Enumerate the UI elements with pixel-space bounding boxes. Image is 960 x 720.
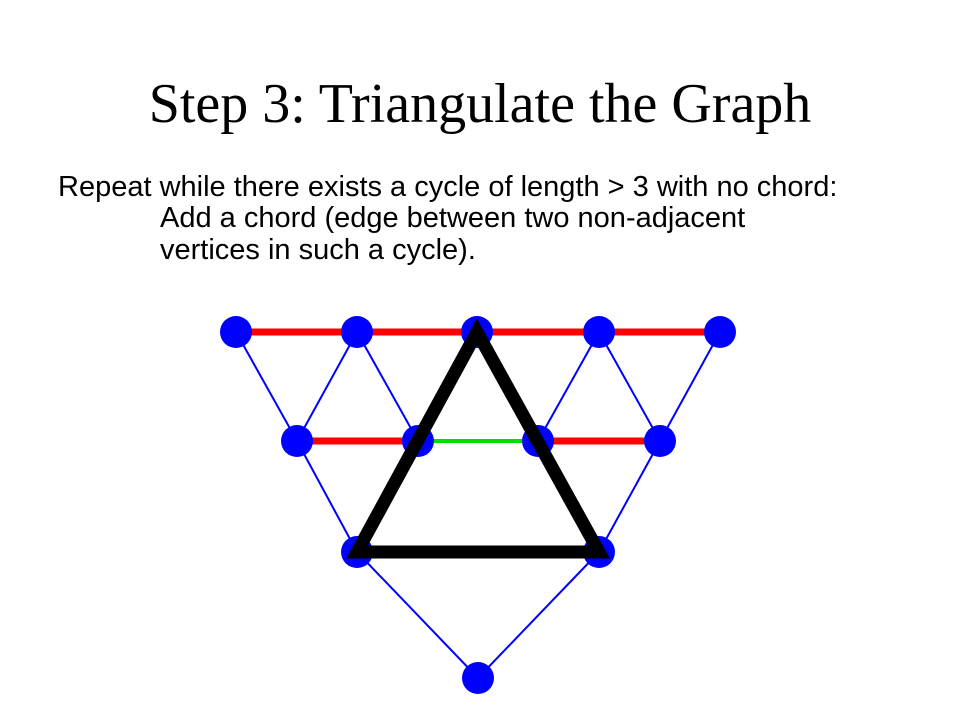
vertex-f	[281, 425, 313, 457]
chordless-cycle-triangle	[346, 318, 611, 559]
body-line-add-chord: Add a chord (edge between two non-adjace…	[160, 202, 746, 234]
body-line-vertices: vertices in such a cycle).	[160, 234, 476, 266]
graph-edge-b-f	[296, 331, 358, 442]
graph-edge-b-g	[356, 331, 419, 442]
slide-title: Step 3: Triangulate the Graph	[148, 73, 812, 135]
graph-edge-d-h	[537, 331, 600, 442]
graph-edge-f-j	[296, 440, 358, 553]
body-line-repeat: Repeat while there exists a cycle of len…	[58, 171, 838, 203]
graph-edge-j-l	[356, 551, 479, 679]
vertex-e	[704, 316, 736, 348]
graph-edge-a-f	[235, 331, 298, 442]
vertex-b	[341, 316, 373, 348]
vertex-l	[462, 662, 494, 694]
graph-edge-d-i	[598, 331, 661, 442]
graph-edges	[235, 331, 721, 679]
vertex-i	[644, 425, 676, 457]
graph-edge-k-i	[598, 440, 661, 553]
vertex-a	[220, 316, 252, 348]
graph-edge-e-i	[659, 331, 721, 442]
chordless-cycle	[346, 318, 611, 559]
graph-edge-k-l	[477, 551, 600, 679]
vertex-d	[583, 316, 615, 348]
vertices	[220, 316, 736, 694]
red-edges	[232, 328, 724, 445]
